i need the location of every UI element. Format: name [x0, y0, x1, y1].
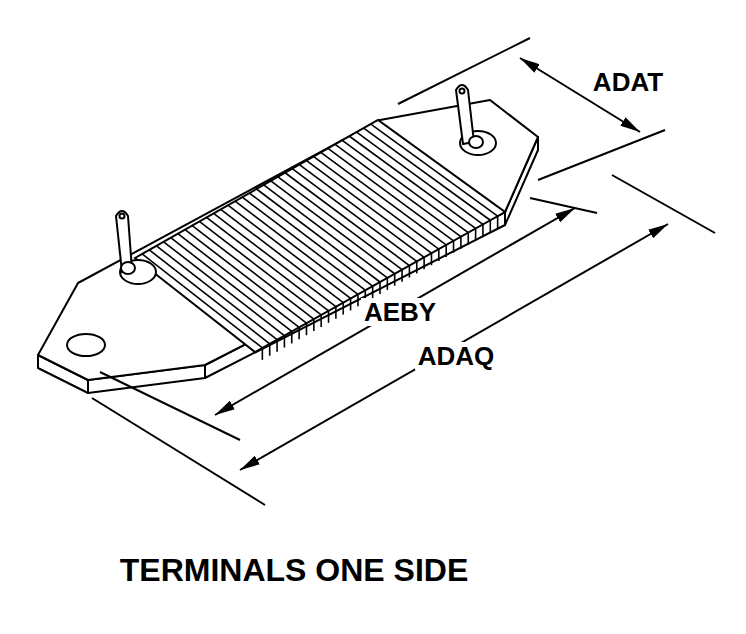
winding-turn [409, 266, 411, 278]
winding-turn [269, 344, 271, 356]
winding-turn [394, 274, 396, 286]
winding-turn [313, 319, 315, 331]
winding-turn [199, 221, 321, 314]
winding-turn [328, 148, 454, 240]
winding-turn [350, 298, 352, 310]
winding-turn [349, 136, 475, 228]
winding-turn [423, 257, 425, 269]
winding-turn [438, 249, 440, 261]
winding-turn [142, 254, 262, 348]
winding-turn [235, 201, 358, 294]
winding-turn [497, 216, 499, 228]
winding-turn [149, 250, 269, 344]
winding-turn [335, 307, 337, 319]
winding-turn [489, 220, 491, 232]
winding-turn [401, 270, 403, 282]
winding-turn [257, 189, 381, 282]
winding-turn [371, 124, 498, 216]
resistor-winding [135, 120, 505, 360]
dimension-label: ADAT [590, 68, 666, 96]
winding-turn [228, 205, 351, 298]
dimension-label: AEBY [361, 298, 439, 326]
winding-turn [276, 340, 278, 352]
winding-turn [328, 311, 330, 323]
winding-turn [278, 177, 402, 270]
winding-turn [460, 237, 462, 249]
winding-turn [357, 294, 359, 306]
winding-turn [291, 331, 293, 343]
winding-turn [364, 128, 491, 220]
winding-turn [335, 144, 461, 236]
winding-turn [307, 161, 432, 254]
winding-turn [206, 217, 328, 310]
winding-turn [249, 193, 372, 286]
dimension-lines [92, 38, 715, 505]
terminal-lug [456, 85, 496, 155]
winding-turn [379, 282, 381, 294]
winding-turn [475, 228, 477, 240]
dimension-label: ADAQ [415, 342, 498, 370]
winding-turn [387, 278, 389, 290]
winding-turn [445, 245, 447, 257]
winding-turn [192, 226, 314, 320]
winding-turn [292, 169, 417, 262]
winding-turn [321, 152, 446, 244]
winding-turn [453, 241, 455, 253]
winding-turn [264, 185, 388, 278]
winding-turn [372, 286, 374, 298]
winding-turn [299, 165, 424, 258]
winding-turn [156, 246, 277, 340]
winding-turn [171, 238, 292, 332]
winding-turn [467, 233, 469, 245]
winding-turn [342, 303, 344, 315]
winding-turn [185, 230, 306, 324]
mounting-hole [67, 334, 105, 356]
winding-turn [271, 181, 395, 274]
winding-turn [221, 209, 343, 302]
terminal-lug [116, 211, 156, 284]
winding-turn [482, 224, 484, 236]
winding-turn [285, 173, 409, 266]
winding-turn [342, 140, 468, 232]
winding-turn [416, 261, 418, 273]
winding-turn [314, 157, 439, 250]
winding-turn [298, 327, 300, 339]
winding-turn [164, 242, 285, 336]
winding-turn [214, 213, 336, 306]
winding-turn [262, 348, 264, 360]
winding-turn [242, 197, 365, 290]
winding-turn [306, 323, 308, 335]
caption: TERMINALS ONE SIDE [117, 553, 471, 587]
winding-turn [178, 234, 299, 328]
winding-turn [320, 315, 322, 327]
winding-turn [431, 253, 433, 265]
winding-turn [284, 336, 286, 348]
